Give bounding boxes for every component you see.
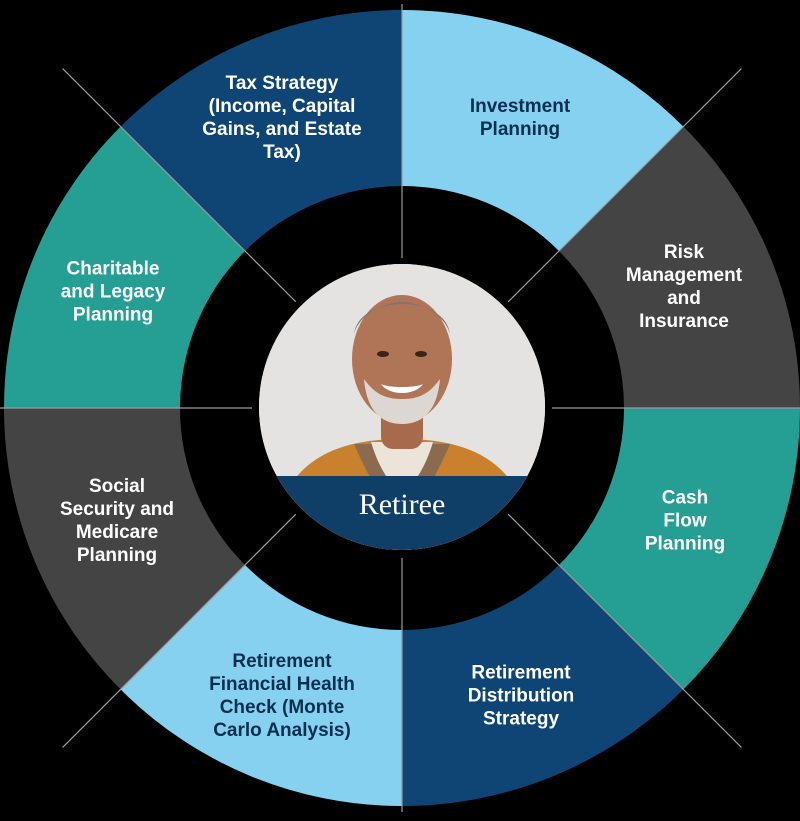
- segment-label-charitable-legacy: Charitable and Legacy Planning: [60, 258, 166, 326]
- segment-cash-flow-planning: [558, 408, 800, 690]
- segment-retirement-distribution: [402, 564, 684, 806]
- divider-line: [507, 68, 742, 303]
- segment-investment-planning: [402, 10, 684, 252]
- segment-risk-management: [558, 126, 800, 408]
- segment-label-cash-flow-planning: Cash Flow Planning: [644, 487, 726, 555]
- segment-charitable-legacy: [4, 126, 246, 408]
- segment-label-social-security-medicare: Social Security and Medicare Planning: [59, 476, 175, 566]
- segment-label-retirement-health-check: Retirement Financial Health Check (Monte…: [209, 651, 355, 741]
- segment-label-retirement-distribution: Retirement Distribution Strategy: [467, 662, 575, 730]
- divider-line: [62, 68, 297, 303]
- divider-line: [507, 513, 742, 748]
- segment-label-risk-management: Risk Management and Insurance: [625, 242, 743, 332]
- retiree-portrait: Retiree: [259, 264, 545, 550]
- segment-tax-strategy: [120, 10, 402, 252]
- segment-label-tax-strategy: Tax Strategy (Income, Capital Gains, and…: [202, 73, 362, 163]
- segment-label-investment-planning: Investment Planning: [469, 96, 571, 140]
- divider-line: [62, 513, 297, 748]
- segment-retirement-health-check: [120, 564, 402, 806]
- center-caption: Retiree: [259, 476, 545, 550]
- segment-social-security-medicare: [4, 408, 246, 690]
